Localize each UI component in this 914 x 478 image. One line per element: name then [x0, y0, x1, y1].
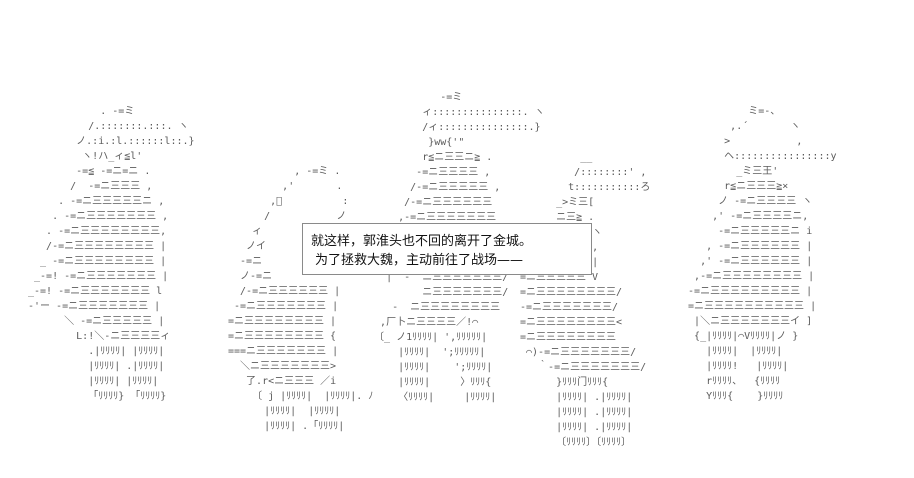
figure-hooded-soldier: , -=ミ . ,' . ,ﾞ : / ノ ィ ノイ -=ニ ノ-=ニ /-=ニ… — [228, 164, 373, 434]
figure-left-soldier: . -=ミ /.:::::::.:::. ヽ ノ.:i.:l.::::::l::… — [28, 104, 195, 404]
figure-right-soldier: ミ=-、 ,.´ ヽ > , ヘ::::::::::::::::y _ミ三王' … — [676, 104, 837, 404]
caption-line-2: 为了拯救大魏，主动前往了战场—— — [315, 253, 524, 268]
narration-caption-box: 就这样，郭淮头也不回的离开了金城。 为了拯救大魏，主动前往了战场—— — [302, 223, 592, 275]
figure-small-soldier: __ /::::::::' , t:::::::::::ろ _>ミ三[ ニ三≧ … — [520, 150, 650, 450]
caption-line-1: 就这样，郭淮头也不回的离开了金城。 — [311, 234, 533, 249]
ascii-art-figure-4: __ /::::::::' , t:::::::::::ろ _>ミ三[ ニ三≧ … — [520, 152, 651, 448]
ascii-art-figure-2: , -=ミ . ,' . ,ﾞ : / ノ ィ ノイ -=ニ ノ-=ニ /-=ニ… — [228, 166, 374, 432]
ascii-art-figure-5: ミ=-、 ,.´ ヽ > , ヘ::::::::::::::::y _ミ三王' … — [688, 106, 837, 402]
ascii-art-figure-1: . -=ミ /.:::::::.:::. ヽ ノ.:i.:l.::::::l::… — [28, 106, 195, 402]
